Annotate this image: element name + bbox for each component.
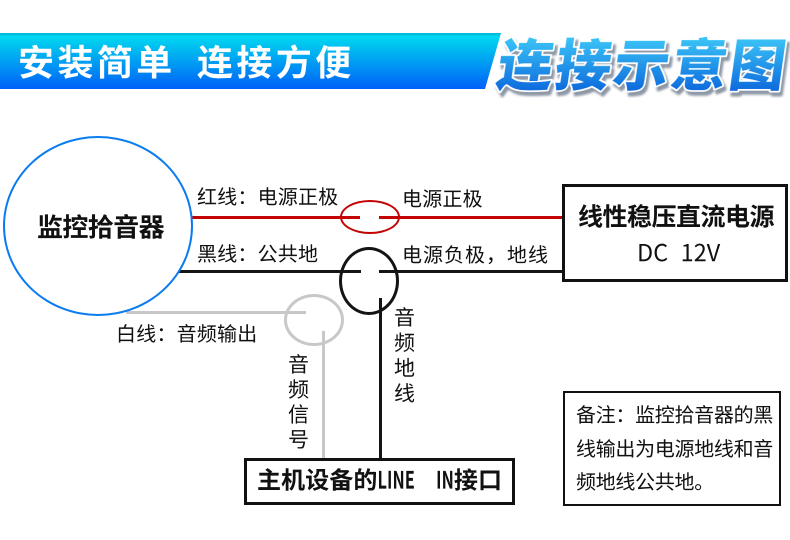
audio-signal-wire <box>321 331 325 460</box>
white-wire-segment <box>126 310 306 314</box>
red-wire-segment-right <box>379 215 566 219</box>
audio-ground-wire <box>378 298 383 460</box>
red-wire-junction-ring <box>339 200 400 234</box>
red-wire-segment-left <box>186 215 360 219</box>
power-supply-box <box>562 184 788 282</box>
banner-bar <box>0 33 501 89</box>
pickup-device-circle <box>3 136 193 316</box>
white-wire-junction-ring <box>284 294 344 346</box>
black-wire-segment-right <box>379 269 566 273</box>
black-wire-junction-ring <box>339 247 399 315</box>
black-wire-segment-left <box>172 269 361 273</box>
